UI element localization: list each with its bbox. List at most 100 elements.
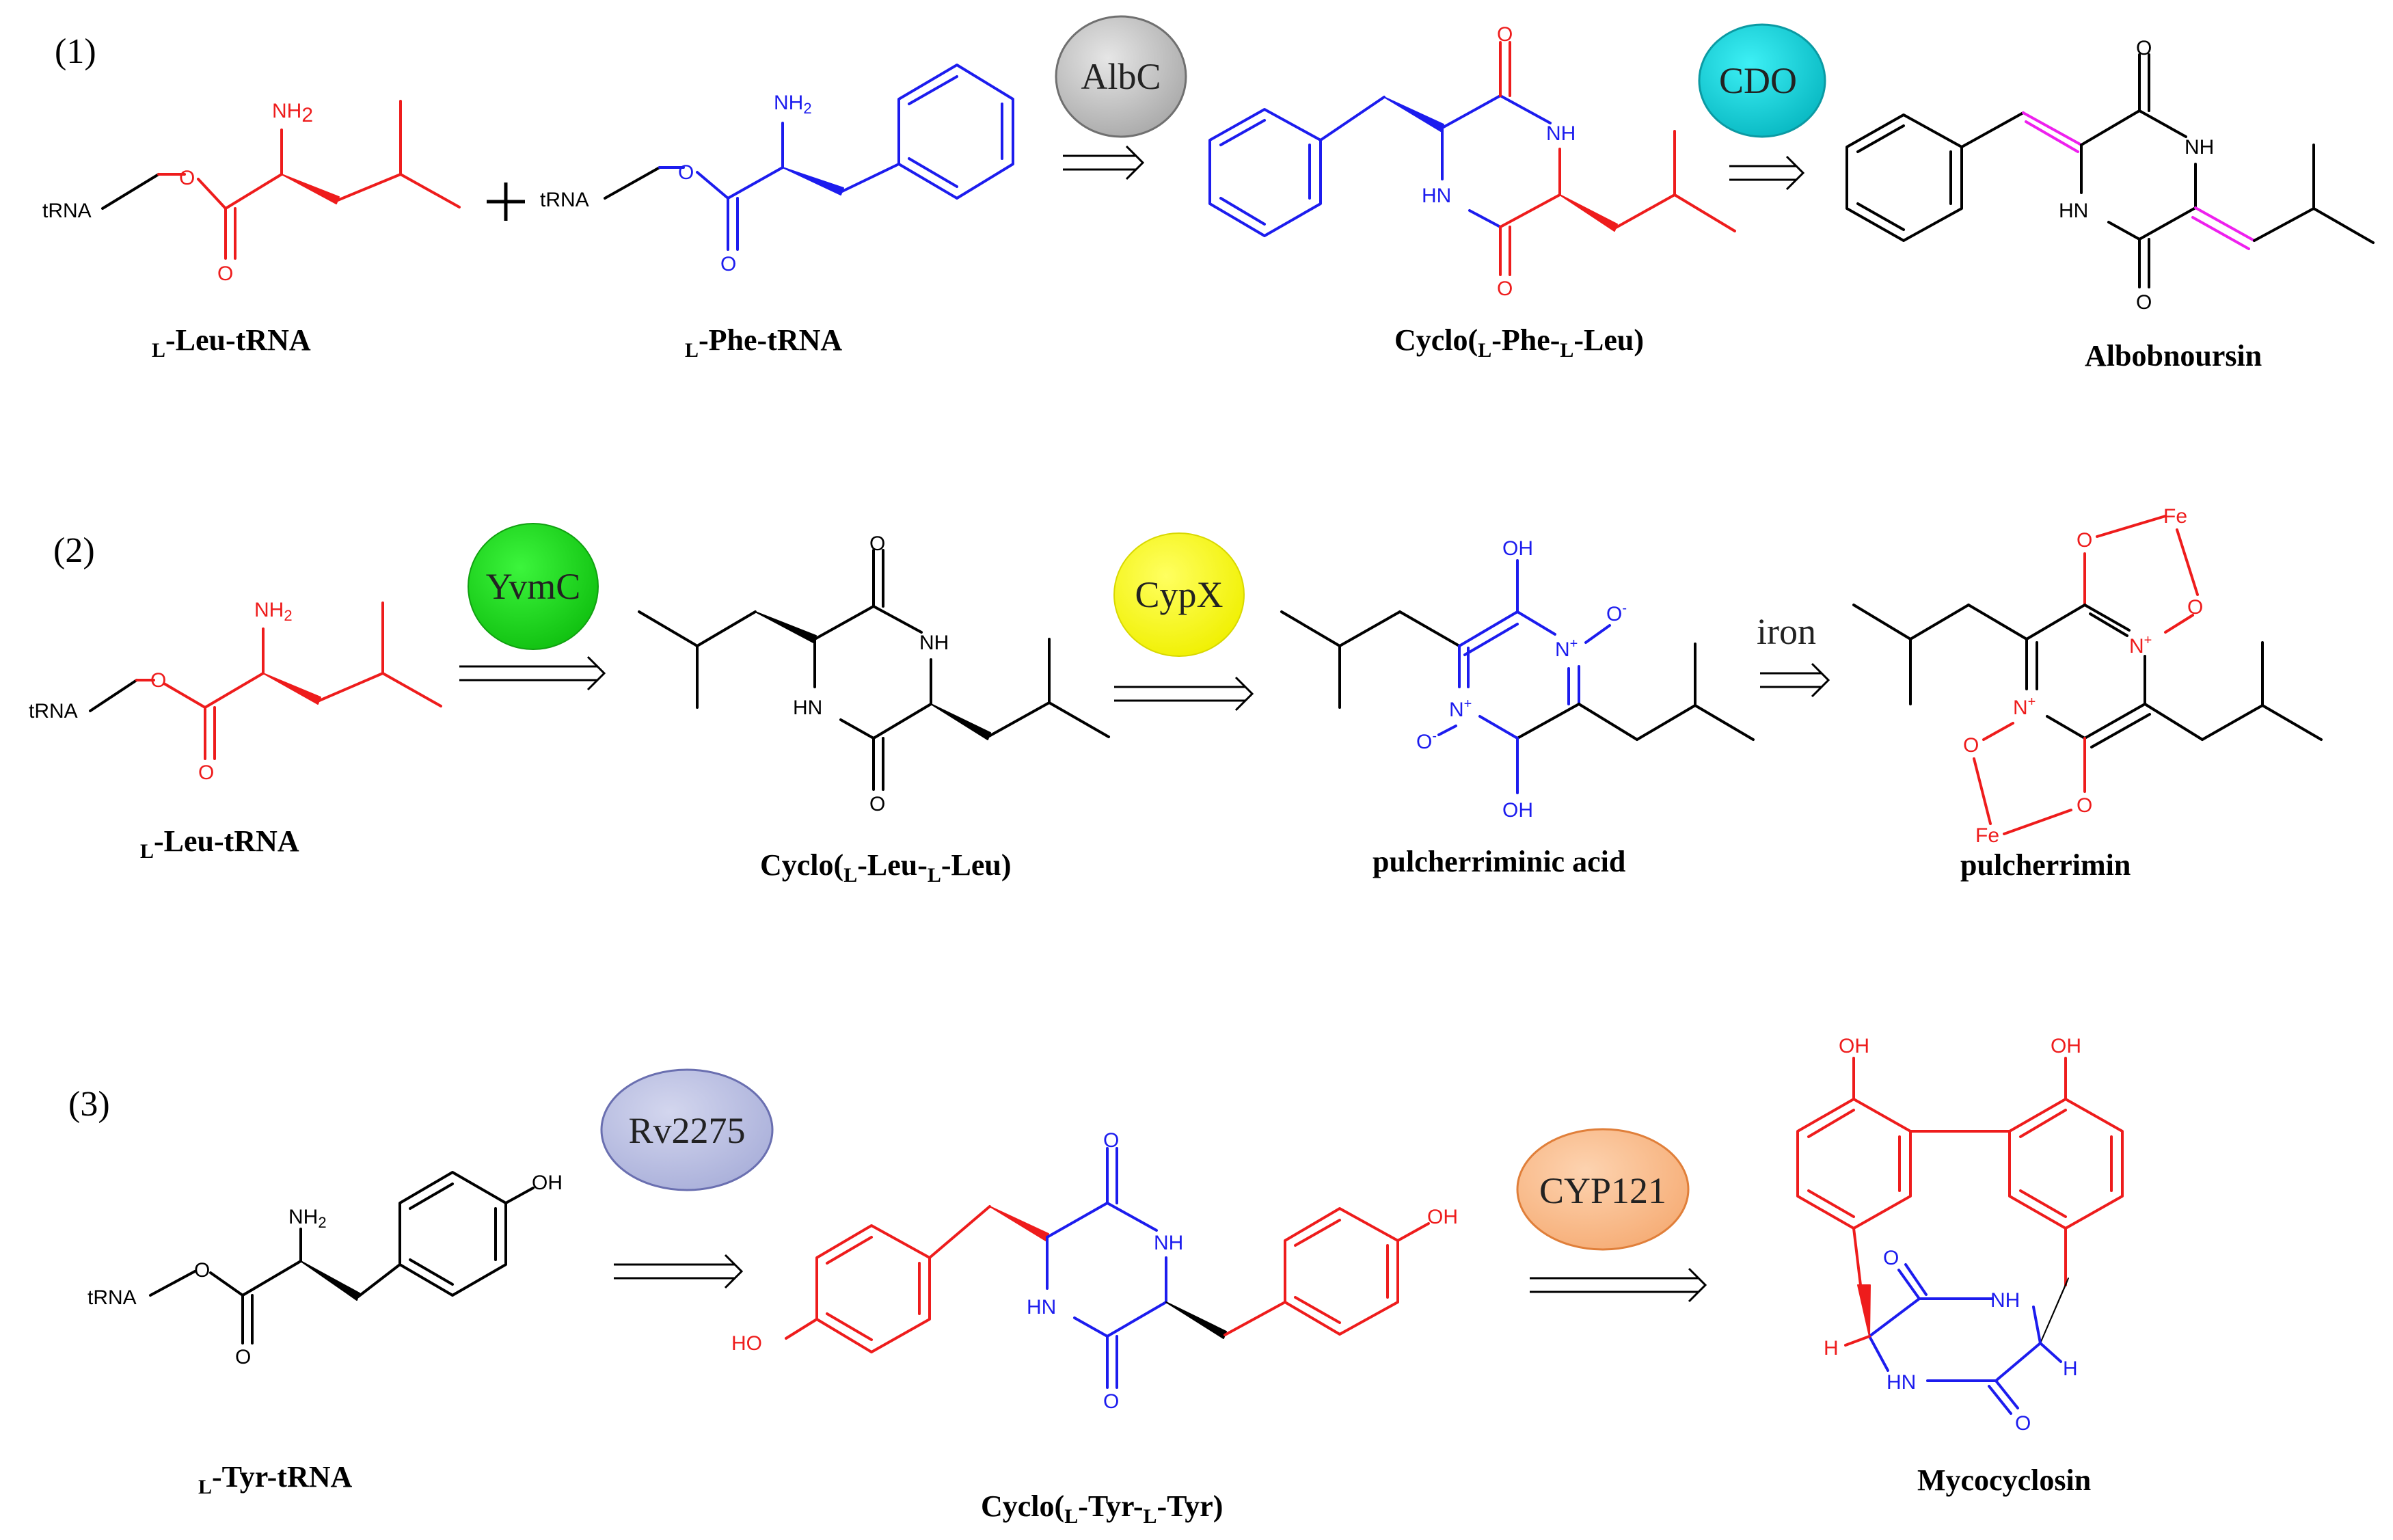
atom-label: O: [1963, 734, 1979, 757]
pulcherrimin-structure: [1852, 515, 2323, 835]
atom-label: O: [2187, 596, 2203, 619]
atom-label: N+: [2013, 694, 2036, 719]
atom-label: O: [869, 532, 885, 555]
atom-label: tRNA: [42, 200, 92, 222]
reaction-arrow: [1114, 676, 1254, 712]
atom-label: NH2: [774, 92, 812, 117]
reaction-arrow: [1760, 662, 1830, 698]
atom-label: O: [2136, 291, 2152, 314]
atom-label: tRNA: [87, 1286, 137, 1309]
atom-label: O: [179, 167, 195, 189]
reaction-arrow: [1729, 155, 1805, 191]
compound-label-leu-trna: L-Leu-tRNA: [152, 323, 311, 362]
cyclo-leu-leu-structure: [638, 549, 1110, 791]
pulcherriminic-acid-structure: [1280, 559, 1755, 794]
svg-text:CYP121: CYP121: [1539, 1170, 1666, 1211]
albobnoursin-structure: [1846, 53, 2375, 288]
compound-label-pulcherriminic-acid: pulcherriminic acid: [1373, 845, 1625, 878]
atom-label: OH: [1502, 537, 1533, 560]
atom-label: N+: [1555, 636, 1578, 661]
compound-label-pulcherrimin: pulcherrimin: [1960, 848, 2131, 882]
atom-label: HO: [731, 1332, 762, 1355]
compound-label-tyr-trna: L-Tyr-tRNA: [198, 1460, 353, 1498]
atom-label: OH: [1427, 1206, 1458, 1228]
atom-label: O: [217, 262, 233, 285]
compound-label-cyclo-tyr-tyr: Cyclo(L-Tyr-L-Tyr): [981, 1489, 1223, 1528]
mycocyclosin-structure: [1796, 1057, 2124, 1415]
svg-text:YvmC: YvmC: [486, 566, 581, 607]
cyclo-tyr-tyr-structure: [785, 1147, 1430, 1389]
enzyme-cyp121: CYP121: [1516, 1128, 1690, 1251]
atom-label: O: [720, 253, 736, 275]
atom-label: NH2: [254, 599, 293, 624]
atom-label: O: [2136, 37, 2152, 59]
atom-label: O: [1883, 1247, 1899, 1269]
atom-label: O: [2077, 529, 2092, 552]
reaction-arrow: [459, 656, 606, 691]
svg-text:AlbC: AlbC: [1081, 56, 1161, 97]
tyr-trna-structure: [149, 1171, 535, 1345]
atom-label: O: [235, 1346, 251, 1368]
atom-label: HN: [793, 697, 822, 719]
atom-label: O: [869, 793, 885, 815]
atom-label: H: [2063, 1357, 2078, 1380]
atom-label: Fe: [1975, 824, 1999, 847]
atom-label: O: [198, 761, 214, 784]
svg-text:Rv2275: Rv2275: [628, 1110, 745, 1151]
atom-label: tRNA: [29, 700, 78, 722]
compound-label-cyclo-phe-leu: Cyclo(L-Phe-L-Leu): [1394, 323, 1644, 362]
atom-label: O: [194, 1259, 210, 1282]
atom-label: HN: [1887, 1371, 1916, 1394]
atom-label: O: [150, 669, 166, 692]
atom-label: N+: [2129, 633, 2152, 658]
compound-label-phe-trna: L-Phe-tRNA: [685, 323, 842, 362]
reaction-arrow: [1063, 145, 1145, 180]
row-number-3: (3): [68, 1085, 110, 1124]
atom-label: OH: [2051, 1035, 2081, 1057]
atom-label: NH: [2185, 136, 2214, 159]
enzyme-yvmc: YvmC: [468, 523, 599, 650]
plus-sign: [487, 183, 525, 221]
atom-label: H: [1824, 1337, 1839, 1360]
enzyme-cdo: CDO: [1698, 23, 1826, 138]
atom-label: NH2: [288, 1206, 327, 1231]
atom-label: O-: [1606, 601, 1627, 625]
enzyme-cypx: CypX: [1113, 532, 1245, 657]
atom-label: OH: [532, 1172, 563, 1194]
atom-label: O-: [1416, 729, 1437, 753]
compound-label-cyclo-leu-leu: Cyclo(L-Leu-L-Leu): [760, 848, 1012, 887]
atom-label: OH: [1502, 799, 1533, 822]
atom-label: NH2: [272, 100, 313, 126]
row-number-1: (1): [55, 32, 96, 71]
atom-label: N+: [1449, 697, 1472, 721]
cyclo-phe-leu-structure: [1208, 41, 1736, 276]
phe-trna-structure: [604, 64, 1014, 251]
atom-label: NH: [1154, 1232, 1183, 1254]
enzyme-rv2275: Rv2275: [600, 1068, 774, 1191]
atom-label: O: [2015, 1412, 2031, 1435]
atom-label: O: [678, 161, 694, 184]
reaction-arrow: [614, 1254, 744, 1289]
row-number-2: (2): [53, 531, 95, 570]
atom-label: NH: [919, 632, 949, 654]
step-label-iron: iron: [1757, 611, 1816, 652]
atom-label: O: [1497, 278, 1513, 300]
svg-text:CypX: CypX: [1135, 574, 1223, 615]
atom-label: O: [1103, 1390, 1119, 1413]
atom-label: NH: [1990, 1289, 2020, 1312]
atom-label: OH: [1839, 1035, 1869, 1057]
compound-label-mycocyclosin: Mycocyclosin: [1917, 1463, 2091, 1497]
atom-label: O: [1103, 1129, 1119, 1152]
atom-label: tRNA: [540, 189, 589, 211]
atom-label: NH: [1546, 122, 1576, 145]
leu-trna-structure-2: [89, 602, 442, 760]
atom-label: HN: [2059, 200, 2088, 222]
compound-label-albobnoursin: Albobnoursin: [2085, 339, 2262, 373]
svg-text:CDO: CDO: [1719, 60, 1797, 101]
leu-trna-structure-1: [101, 100, 461, 260]
reaction-arrow: [1530, 1267, 1707, 1303]
atom-label: HN: [1422, 185, 1451, 207]
atom-label: HN: [1027, 1296, 1056, 1319]
atom-label: O: [1497, 23, 1513, 46]
